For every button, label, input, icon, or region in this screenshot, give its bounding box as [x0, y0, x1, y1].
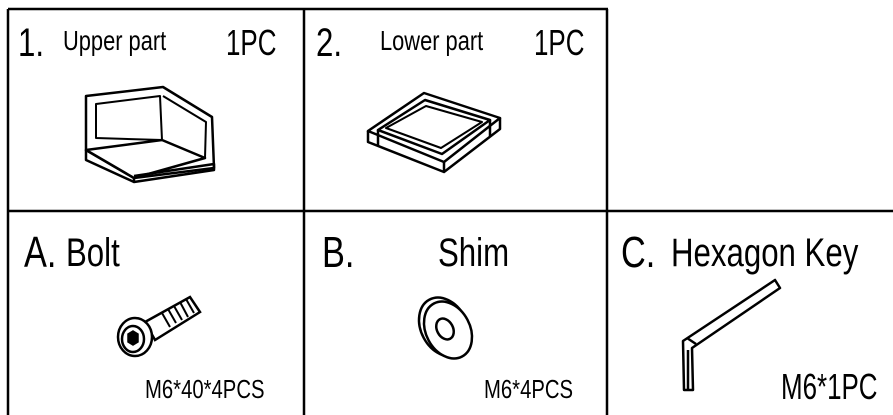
hardware-spec: M6*4PCS — [484, 374, 574, 404]
hardware-cell-shim: B. Shim M6*4PCS — [304, 211, 607, 415]
hardware-name: Shim — [438, 231, 510, 275]
hardware-cell-hex-key: C. Hexagon Key M6*1PC — [607, 211, 893, 415]
hardware-name: Hexagon Key — [671, 231, 859, 275]
part-index: 2. — [316, 21, 343, 65]
hardware-name: Bolt — [66, 231, 120, 275]
part-name: Upper part — [63, 25, 167, 56]
hardware-spec: M6*1PC — [781, 366, 878, 407]
part-cell-lower: 2. Lower part 1PC — [304, 9, 607, 211]
part-qty: 1PC — [534, 22, 585, 63]
part-name: Lower part — [380, 25, 484, 56]
hardware-letter: C. — [621, 228, 656, 277]
hardware-spec: M6*40*4PCS — [145, 374, 265, 404]
part-index: 1. — [18, 21, 45, 65]
part-qty: 1PC — [226, 22, 277, 63]
hardware-letter: A. — [24, 228, 57, 277]
part-cell-upper: 1. Upper part 1PC — [8, 9, 304, 211]
hardware-letter: B. — [322, 228, 355, 277]
hardware-cell-bolt: A. Bolt M6*40*4PCS — [8, 211, 304, 415]
